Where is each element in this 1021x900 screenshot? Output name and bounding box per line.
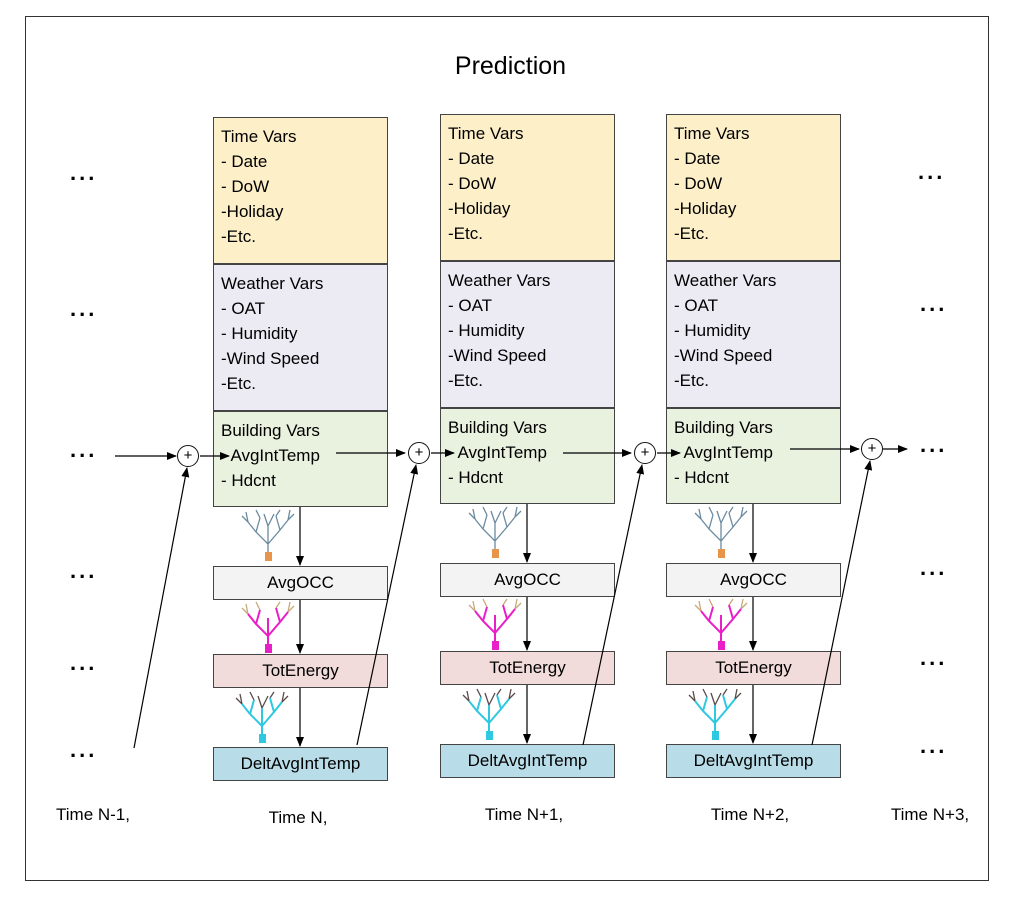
avgocc-node: AvgOCC [440,563,615,597]
delta-avg-int-temp-node: DeltAvgIntTemp [440,744,615,778]
feedback-arrow [582,464,645,746]
decision-tree-icon [232,690,292,744]
building-vars-item: - Hdcnt [221,471,276,490]
weather-vars-item: - Humidity [674,321,751,340]
weather-vars-box: Weather Vars - OAT - Humidity -Wind Spee… [666,261,841,408]
building-vars-item: - Hdcnt [448,468,503,487]
time-vars-item: - DoW [674,174,723,193]
weather-vars-box: Weather Vars - OAT - Humidity -Wind Spee… [213,264,388,411]
diagram-title: Prediction [454,52,567,80]
building-vars-header: Building Vars [221,421,320,440]
weather-vars-item: -Etc. [448,371,483,390]
building-vars-box: Building Vars - AvgIntTemp - Hdcnt [213,411,388,507]
time-vars-header: Time Vars [448,124,524,143]
ellipsis: ... [70,558,98,583]
building-vars-item: - AvgIntTemp [448,443,547,462]
building-vars-box: Building Vars - AvgIntTemp - Hdcnt [666,408,841,504]
time-vars-item: -Etc. [448,224,483,243]
ellipsis: ... [70,160,98,185]
feedback-arrow [811,460,873,746]
time-vars-item: - DoW [448,174,497,193]
weather-vars-item: -Wind Speed [674,346,773,365]
building-vars-item: - AvgIntTemp [221,446,320,465]
weather-vars-item: - OAT [221,299,266,318]
sum-node: + [634,442,656,464]
time-vars-item: -Holiday [448,199,511,218]
avgocc-node: AvgOCC [666,563,841,597]
building-vars-header: Building Vars [674,418,773,437]
ellipsis: ... [920,645,948,670]
time-label: Time N+2, [710,805,790,824]
building-vars-item: - AvgIntTemp [674,443,773,462]
weather-vars-header: Weather Vars [448,271,551,290]
time-vars-header: Time Vars [674,124,750,143]
weather-vars-item: -Etc. [221,374,256,393]
weather-vars-header: Weather Vars [674,271,777,290]
feedback-arrow [133,467,190,749]
sum-node: + [861,438,883,460]
time-vars-item: - Date [221,152,268,171]
diagram-frame [25,16,989,881]
ellipsis: ... [70,296,98,321]
decision-tree-icon [465,505,525,559]
totenergy-node: TotEnergy [440,651,615,685]
time-vars-box: Time Vars - Date - DoW -Holiday -Etc. [440,114,615,261]
time-vars-item: -Holiday [674,199,737,218]
ellipsis: ... [70,650,98,675]
time-vars-item: -Etc. [221,227,256,246]
time-label: Time N+1, [484,805,564,824]
weather-vars-item: -Wind Speed [221,349,320,368]
decision-tree-icon [465,597,525,651]
time-label: Time N+3, [890,805,970,824]
weather-vars-item: - OAT [448,296,493,315]
ellipsis: ... [920,555,948,580]
building-vars-item: - Hdcnt [674,468,729,487]
weather-vars-box: Weather Vars - OAT - Humidity -Wind Spee… [440,261,615,408]
delta-avg-int-temp-node: DeltAvgIntTemp [666,744,841,778]
sum-node: + [177,445,199,467]
building-vars-header: Building Vars [448,418,547,437]
ellipsis: ... [920,733,948,758]
weather-vars-item: - Humidity [448,321,525,340]
time-vars-box: Time Vars - Date - DoW -Holiday -Etc. [666,114,841,261]
time-vars-item: - Date [674,149,721,168]
weather-vars-header: Weather Vars [221,274,324,293]
time-vars-item: - DoW [221,177,270,196]
sum-node: + [408,442,430,464]
time-vars-header: Time Vars [221,127,297,146]
weather-vars-item: -Wind Speed [448,346,547,365]
time-label: Time N, [268,808,328,827]
totenergy-node: TotEnergy [666,651,841,685]
ellipsis: ... [70,737,98,762]
decision-tree-icon [691,597,751,651]
time-label: Time N-1, [56,805,130,824]
time-vars-item: -Etc. [674,224,709,243]
weather-vars-item: -Etc. [674,371,709,390]
building-vars-box: Building Vars - AvgIntTemp - Hdcnt [440,408,615,504]
delta-avg-int-temp-node: DeltAvgIntTemp [213,747,388,781]
time-vars-item: -Holiday [221,202,284,221]
decision-tree-icon [691,505,751,559]
ellipsis: ... [918,159,946,184]
weather-vars-item: - Humidity [221,324,298,343]
ellipsis: ... [920,432,948,457]
decision-tree-icon [238,508,298,562]
decision-tree-icon [459,687,519,741]
feedback-arrow [356,464,419,746]
weather-vars-item: - OAT [674,296,719,315]
decision-tree-icon [238,600,298,654]
avgocc-node: AvgOCC [213,566,388,600]
ellipsis: ... [920,291,948,316]
time-vars-box: Time Vars - Date - DoW -Holiday -Etc. [213,117,388,264]
ellipsis: ... [70,437,98,462]
time-vars-item: - Date [448,149,495,168]
totenergy-node: TotEnergy [213,654,388,688]
decision-tree-icon [685,687,745,741]
